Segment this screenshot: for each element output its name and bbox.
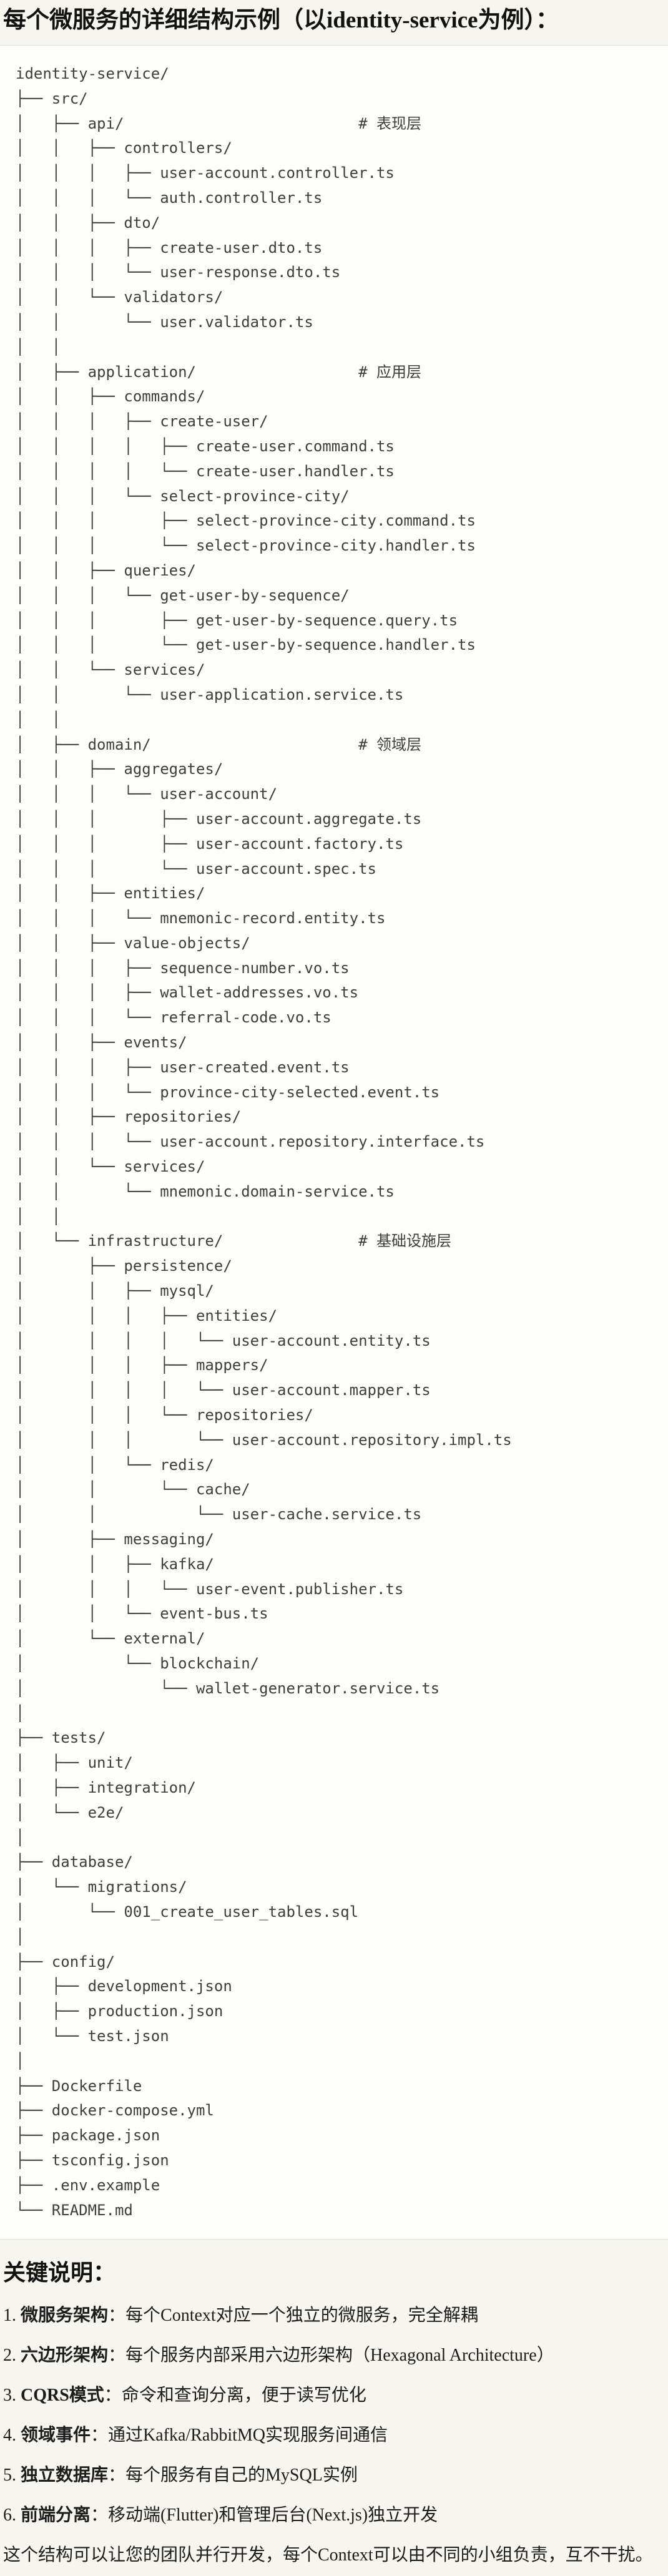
note-number: 4. [3,2426,21,2446]
note-number: 5. [3,2466,21,2485]
note-colon: ： [104,2386,122,2406]
note-term: 前端分离 [21,2505,91,2525]
note-colon: ： [108,2306,126,2326]
note-desc: 每个服务内部采用六边形架构（Hexagonal Architecture） [125,2346,554,2366]
note-number: 3. [3,2386,21,2406]
note-desc: 通过Kafka/RabbitMQ实现服务间通信 [108,2426,388,2446]
note-item-cqrs: 3. CQRS模式：命令和查询分离，便于读写优化 [3,2383,668,2408]
note-colon: ： [91,2505,109,2525]
note-colon: ： [108,2466,126,2485]
note-desc: 每个Context对应一个独立的微服务，完全解耦 [125,2306,478,2326]
note-term: 领域事件 [21,2426,91,2446]
note-term: 独立数据库 [21,2466,109,2485]
note-number: 6. [3,2505,21,2525]
note-colon: ： [108,2346,126,2366]
note-term: CQRS模式 [21,2386,104,2406]
notes-section: 关键说明： 1. 微服务架构：每个Context对应一个独立的微服务，完全解耦 … [3,2258,668,2568]
note-item-hexagonal: 2. 六边形架构：每个服务内部采用六边形架构（Hexagonal Archite… [3,2343,668,2368]
note-number: 2. [3,2346,21,2366]
notes-heading: 关键说明： [3,2260,116,2286]
note-term: 微服务架构 [21,2306,109,2326]
note-item-microservice: 1. 微服务架构：每个Context对应一个独立的微服务，完全解耦 [3,2303,668,2328]
note-colon: ： [91,2426,109,2446]
directory-tree: identity-service/ ├── src/ │ ├── api/ # … [16,65,512,2219]
code-block: identity-service/ ├── src/ │ ├── api/ # … [0,45,668,2240]
note-item-domain-events: 4. 领域事件：通过Kafka/RabbitMQ实现服务间通信 [3,2423,668,2448]
note-item-independent-db: 5. 独立数据库：每个服务有自己的MySQL实例 [3,2463,668,2488]
note-desc: 命令和查询分离，便于读写优化 [121,2386,366,2406]
note-list: 1. 微服务架构：每个Context对应一个独立的微服务，完全解耦 2. 六边形… [3,2303,668,2528]
note-number: 1. [3,2306,21,2326]
note-term: 六边形架构 [21,2346,109,2366]
note-desc: 移动端(Flutter)和管理后台(Next.js)独立开发 [108,2505,438,2525]
page-title: 每个微服务的详细结构示例（以identity-service为例）： [3,7,559,33]
note-desc: 每个服务有自己的MySQL实例 [125,2466,358,2485]
closing-note: 这个结构可以让您的团队并行开发，每个Context可以由不同的小组负责，互不干扰… [3,2545,653,2565]
note-item-frontend-split: 6. 前端分离：移动端(Flutter)和管理后台(Next.js)独立开发 [3,2503,668,2528]
